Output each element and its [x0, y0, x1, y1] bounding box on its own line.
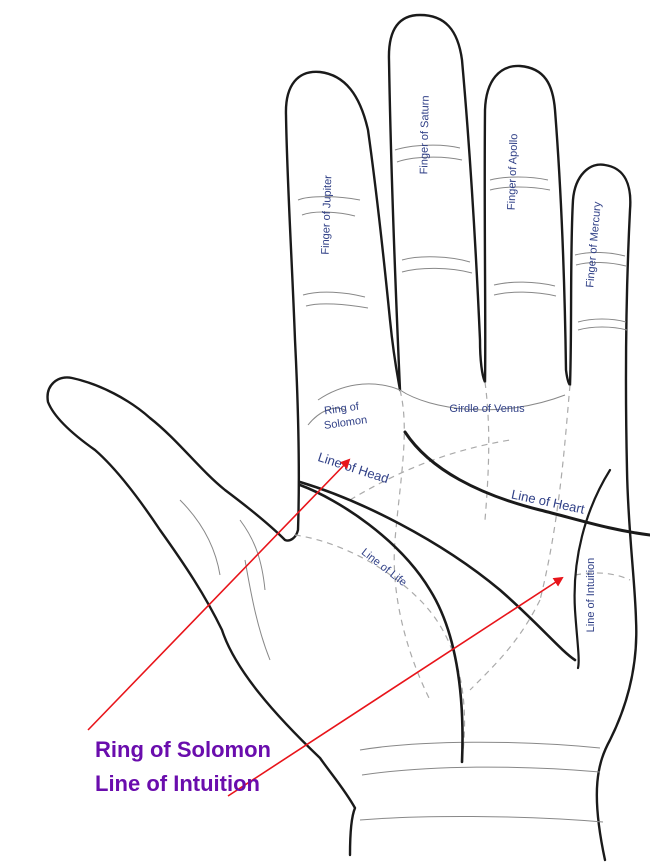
label-girdle-venus: Girdle of Venus [449, 403, 525, 415]
creases [180, 145, 627, 822]
hand-outline [48, 15, 637, 860]
label-line-intuition: Line of Intuition [585, 558, 597, 633]
heart-line [405, 432, 650, 535]
label-solomon: Solomon [323, 414, 368, 432]
label-finger-jupiter: Finger of Jupiter [320, 175, 335, 255]
callout-ring-solomon: Ring of Solomon [95, 736, 271, 764]
arrow-line-intuition [228, 578, 562, 796]
label-finger-apollo: Finger of Apollo [506, 133, 521, 210]
label-line-head: Line of Head [316, 449, 391, 486]
label-finger-mercury: Finger of Mercury [584, 201, 604, 288]
callout-line-intuition: Line of Intuition [95, 770, 260, 798]
life-line [300, 485, 463, 762]
major-lines [300, 432, 650, 762]
label-finger-saturn: Finger of Saturn [418, 95, 431, 174]
arrow-ring-solomon [88, 460, 349, 730]
